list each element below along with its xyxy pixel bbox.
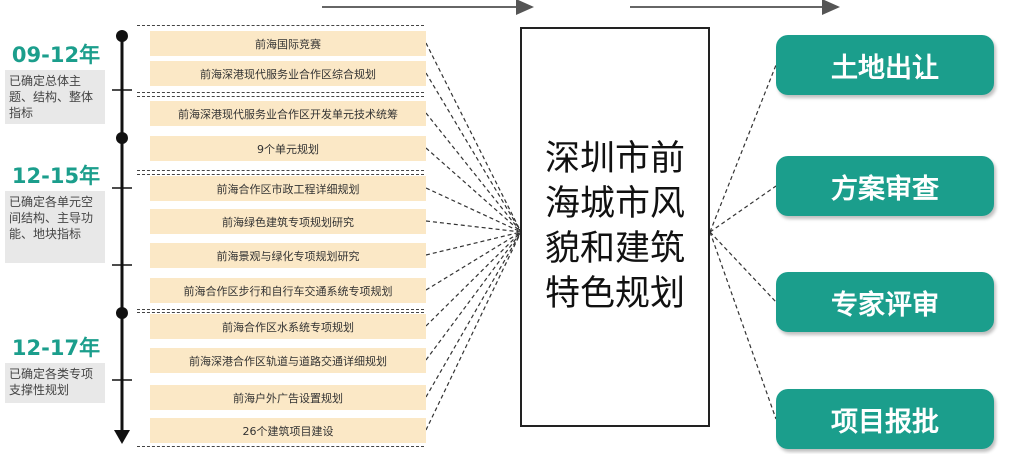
plan-item-12: 26个建筑项目建设 [150, 418, 426, 443]
plan-connector-line [425, 112, 522, 233]
action-expert-review: 专家评审 [776, 272, 994, 332]
plan-connector-line [425, 42, 522, 233]
plan-connector-line [425, 72, 522, 233]
plan-item-3: 前海深港现代服务业合作区开发单元技术统筹 [150, 101, 426, 126]
period-year-1: 09-12年 [11, 43, 101, 67]
plan-connector-line [425, 231, 522, 291]
plan-item-6: 前海绿色建筑专项规划研究 [150, 209, 426, 234]
plan-connector-line [425, 231, 522, 256]
period-note-3: 已确定各类专项支撑性规划 [5, 363, 105, 403]
center-plan-box: 深圳市前海城市风貌和建筑特色规划 [520, 27, 710, 427]
plan-item-4: 9个单元规划 [150, 136, 426, 161]
action-connector-line [709, 64, 777, 233]
group-box-1 [137, 25, 424, 93]
center-plan-title: 深圳市前海城市风貌和建筑特色规划 [544, 139, 685, 314]
group-box-2 [137, 96, 424, 171]
group-box-4 [137, 312, 424, 447]
plan-connector-line [425, 231, 522, 361]
plan-connector-line [425, 147, 522, 233]
group-box-3 [137, 174, 424, 310]
timeline-arrowhead [114, 430, 130, 444]
period-year-2: 12-15年 [11, 164, 101, 188]
plan-item-10: 前海深港合作区轨道与道路交通详细规划 [150, 348, 426, 373]
plan-item-11: 前海户外广告设置规划 [150, 385, 426, 410]
action-connector-line [709, 185, 777, 233]
action-connector-line [709, 231, 777, 303]
plan-connector-line [425, 220, 522, 233]
plan-item-1: 前海国际竞赛 [150, 31, 426, 56]
timeline-dot-1 [116, 30, 128, 42]
plan-connector-line [425, 231, 522, 431]
action-project-approval: 项目报批 [776, 389, 994, 449]
period-year-3: 12-17年 [11, 336, 101, 360]
timeline-dot-2 [116, 132, 128, 144]
plan-item-8: 前海合作区步行和自行车交通系统专项规划 [150, 278, 426, 303]
plan-connector-line [425, 231, 522, 398]
plan-connector-lines [425, 42, 522, 431]
period-note-1: 已确定总体主题、结构、整体指标 [5, 70, 105, 124]
plan-item-7: 前海景观与绿化专项规划研究 [150, 243, 426, 268]
plan-item-2: 前海深港现代服务业合作区综合规划 [150, 61, 426, 86]
plan-item-9: 前海合作区水系统专项规划 [150, 314, 426, 339]
action-connector-lines [709, 64, 777, 420]
action-scheme-review: 方案审查 [776, 156, 994, 216]
plan-item-5: 前海合作区市政工程详细规划 [150, 176, 426, 201]
plan-connector-line [425, 231, 522, 327]
period-note-2: 已确定各单元空间结构、主导功能、地块指标 [5, 191, 105, 263]
action-connector-line [709, 231, 777, 420]
timeline-dot-3 [116, 307, 128, 319]
action-land-transfer: 土地出让 [776, 35, 994, 95]
plan-connector-line [425, 187, 522, 233]
